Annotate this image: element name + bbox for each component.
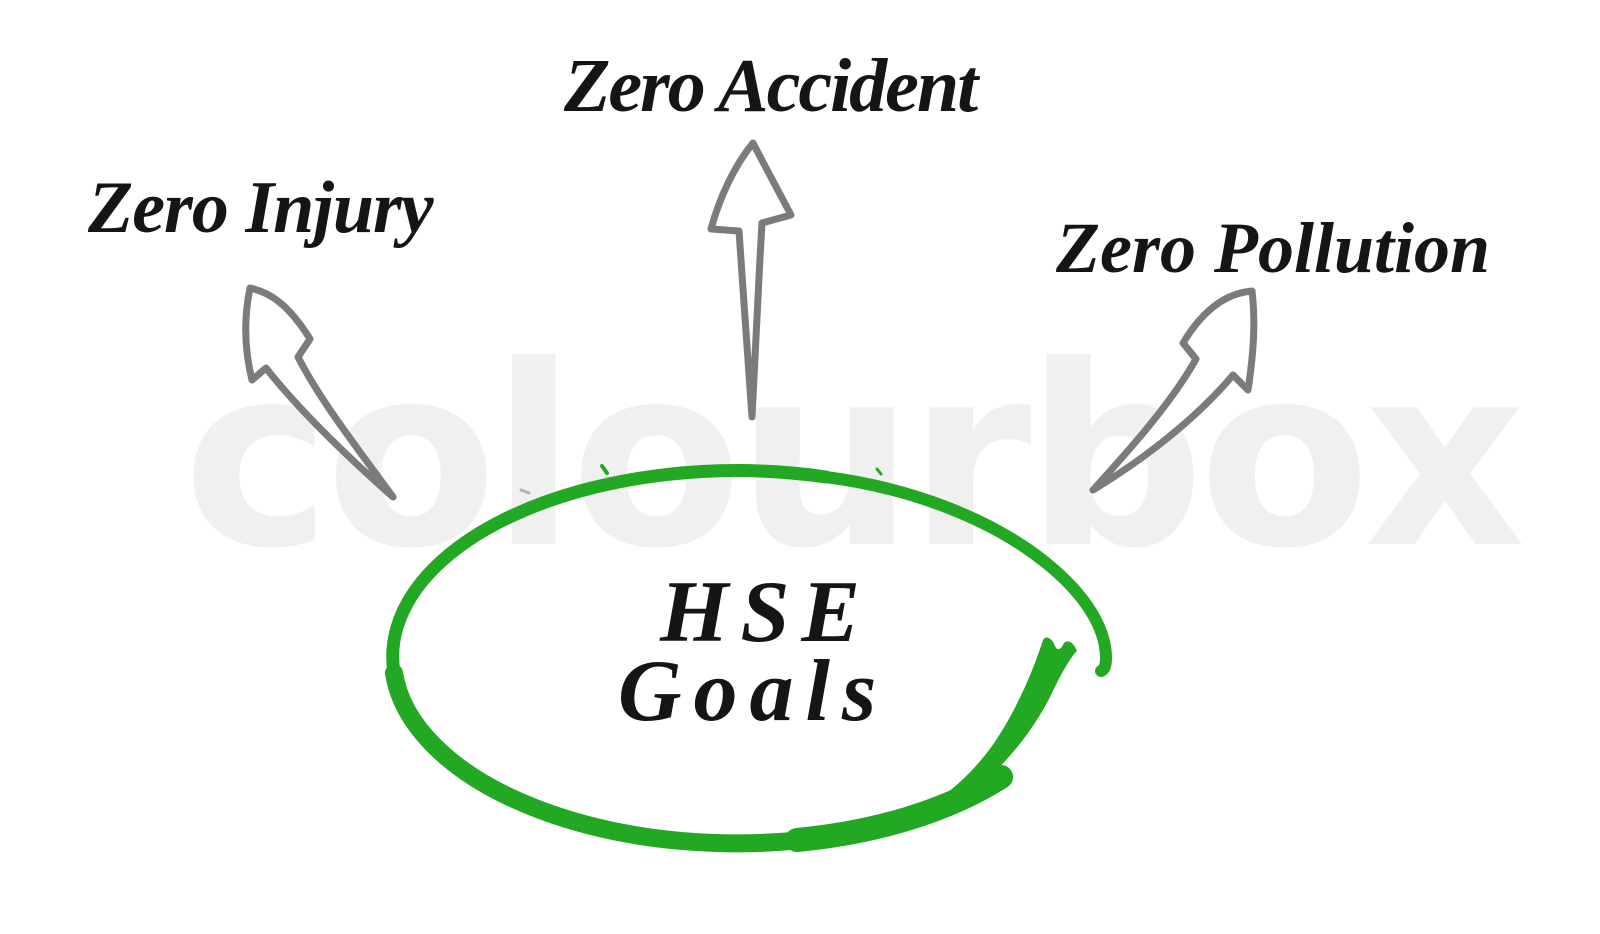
center-title-line1: HSE	[660, 564, 873, 661]
goal-circle	[385, 464, 1113, 853]
arrow-to-pollution-icon	[1089, 287, 1258, 494]
gray-speck	[519, 488, 531, 495]
goal-label-zero-pollution: Zero Pollution	[1056, 208, 1491, 288]
goal-label-zero-accident: Zero Accident	[564, 44, 978, 128]
goal-circle-stroke-end-tail	[820, 471, 1113, 677]
goal-circle-arc-bottom-left	[385, 664, 835, 853]
stray-marks	[519, 464, 883, 495]
green-speck-left	[600, 464, 609, 475]
green-speck-right	[875, 467, 883, 476]
goal-circle-stroke-start-blob	[893, 637, 1077, 830]
center-title-line2: Goals	[618, 643, 889, 740]
watermark-text: colourbox	[183, 312, 1526, 603]
arrow-to-accident-icon	[707, 139, 795, 421]
goal-label-zero-injury: Zero Injury	[88, 167, 434, 249]
goal-circle-arc-top-left	[386, 464, 833, 696]
arrow-to-injury-icon	[242, 284, 397, 501]
